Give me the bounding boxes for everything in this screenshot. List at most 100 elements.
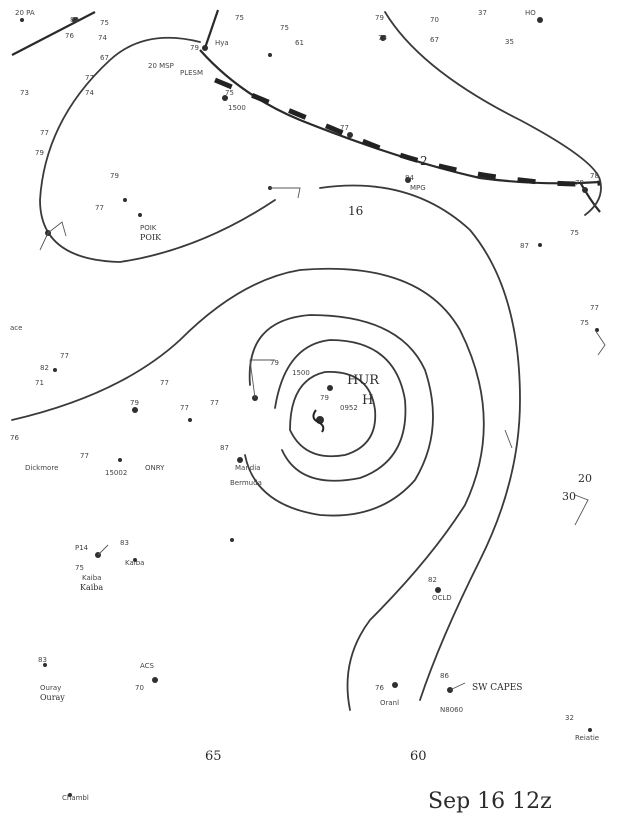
svg-text:MPG: MPG — [410, 184, 426, 192]
observation-scribbles: 20 PA 80 76 75 74 67 79 Hya 75 75 61 79 … — [10, 9, 599, 802]
svg-text:PLESM: PLESM — [180, 69, 203, 77]
wind-barbs — [39, 187, 606, 691]
svg-text:79: 79 — [270, 359, 279, 367]
svg-text:76: 76 — [10, 434, 19, 442]
meridian-label-65: 65 — [205, 749, 222, 764]
station-plots — [20, 17, 599, 797]
svg-text:75: 75 — [280, 24, 289, 32]
svg-text:75: 75 — [75, 564, 84, 572]
svg-text:79: 79 — [575, 179, 584, 187]
meridian-label-60: 60 — [410, 749, 427, 764]
svg-text:80: 80 — [70, 16, 79, 24]
svg-text:79: 79 — [110, 172, 119, 180]
svg-text:75: 75 — [225, 89, 234, 97]
svg-text:83: 83 — [120, 539, 129, 547]
svg-text:77: 77 — [180, 404, 189, 412]
station-name-ouray: Ouray — [40, 693, 65, 702]
svg-text:77: 77 — [160, 379, 169, 387]
svg-text:76: 76 — [375, 684, 384, 692]
svg-text:1500: 1500 — [228, 104, 246, 112]
svg-text:N8060: N8060 — [440, 706, 463, 714]
svg-text:87: 87 — [520, 242, 529, 250]
svg-text:75: 75 — [100, 19, 109, 27]
svg-text:ACS: ACS — [140, 662, 155, 670]
svg-text:Dickmore: Dickmore — [25, 464, 58, 472]
svg-text:77: 77 — [590, 304, 599, 312]
svg-text:86: 86 — [440, 672, 449, 680]
isobar-value-label: 16 — [348, 204, 363, 218]
station-name-poik: POIK — [140, 233, 162, 242]
cold-front-heavy-segment — [214, 77, 601, 187]
svg-text:78: 78 — [590, 172, 599, 180]
svg-text:82: 82 — [40, 364, 49, 372]
svg-text:Chambl: Chambl — [62, 794, 89, 802]
svg-text:Mandia: Mandia — [235, 464, 260, 472]
isobar-western-loop — [39, 36, 276, 263]
station-name-sw-capes: SW CAPES — [472, 683, 522, 693]
svg-text:75: 75 — [235, 14, 244, 22]
svg-text:POIK: POIK — [140, 224, 157, 232]
svg-text:OCLD: OCLD — [432, 594, 452, 602]
svg-text:70: 70 — [135, 684, 144, 692]
svg-text:Kaiba: Kaiba — [125, 559, 144, 567]
svg-text:77: 77 — [340, 124, 349, 132]
svg-text:Kaiba: Kaiba — [82, 574, 101, 582]
hurricane-symbol: HUR H — [312, 373, 380, 433]
svg-text:82: 82 — [428, 576, 437, 584]
svg-text:73: 73 — [20, 89, 29, 97]
svg-text:Bermuda: Bermuda — [230, 479, 262, 487]
svg-text:73: 73 — [378, 34, 387, 42]
svg-text:61: 61 — [295, 39, 304, 47]
isobar-far-spiral — [319, 184, 521, 701]
svg-text:15002: 15002 — [105, 469, 127, 477]
svg-text:35: 35 — [505, 38, 514, 46]
date-label: Sep 16 12z — [428, 789, 552, 814]
svg-text:76: 76 — [65, 32, 74, 40]
svg-text:83: 83 — [38, 656, 47, 664]
isobars — [11, 11, 602, 711]
svg-text:79: 79 — [130, 399, 139, 407]
front-line-northwest — [11, 11, 96, 56]
svg-text:ONRY: ONRY — [145, 464, 165, 472]
svg-text:74: 74 — [98, 34, 107, 42]
isobar-ring-3 — [244, 314, 434, 517]
svg-text:20 PA: 20 PA — [15, 9, 35, 17]
svg-text:32: 32 — [565, 714, 574, 722]
svg-text:67: 67 — [430, 36, 439, 44]
svg-text:77: 77 — [85, 74, 94, 82]
isobar-ring-1 — [289, 371, 377, 458]
svg-text:1500: 1500 — [292, 369, 310, 377]
svg-text:87: 87 — [220, 444, 229, 452]
svg-text:77: 77 — [80, 452, 89, 460]
isobar-northern-loop — [384, 11, 602, 216]
front-number-label: 2 — [420, 154, 428, 168]
high-label: H — [362, 393, 373, 408]
svg-text:ace: ace — [10, 324, 22, 332]
svg-text:Reiatie: Reiatie — [575, 734, 599, 742]
hurricane-label: HUR — [347, 373, 380, 388]
svg-text:79: 79 — [35, 149, 44, 157]
front-line-east — [579, 181, 601, 213]
cold-front — [199, 49, 601, 185]
svg-text:70: 70 — [430, 16, 439, 24]
svg-text:75: 75 — [580, 319, 589, 327]
svg-text:P14: P14 — [75, 544, 89, 552]
svg-text:77: 77 — [40, 129, 49, 137]
station-name-kaiba: Kaiba — [80, 583, 103, 592]
svg-text:Oranl: Oranl — [380, 699, 399, 707]
svg-text:20 MSP: 20 MSP — [148, 62, 174, 70]
svg-text:77: 77 — [210, 399, 219, 407]
wind-value-label-2: 30 — [562, 490, 576, 503]
svg-text:0952: 0952 — [340, 404, 358, 412]
svg-text:Ouray: Ouray — [40, 684, 61, 692]
isobar-ring-2 — [274, 339, 407, 482]
svg-text:79: 79 — [320, 394, 329, 402]
svg-text:HO: HO — [525, 9, 536, 17]
svg-text:79: 79 — [375, 14, 384, 22]
wind-value-label: 20 — [578, 472, 592, 485]
svg-text:67: 67 — [100, 54, 109, 62]
svg-text:71: 71 — [35, 379, 44, 387]
svg-text:79: 79 — [190, 44, 199, 52]
svg-text:77: 77 — [95, 204, 104, 212]
